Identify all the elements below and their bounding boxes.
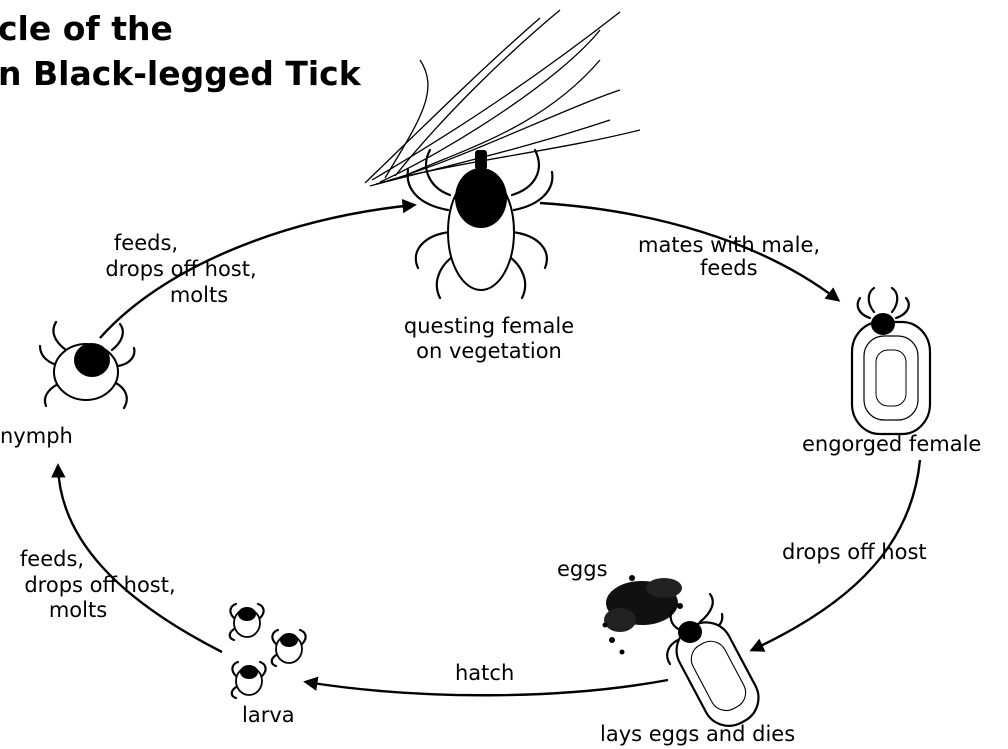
larva-to-nymph-label-line-1: feeds, bbox=[20, 547, 84, 571]
title-line-2: n Black-legged Tick bbox=[0, 54, 362, 93]
title-line-1: cle of the bbox=[0, 9, 173, 48]
nymph-to-adult-label-line-1: feeds, bbox=[114, 231, 178, 255]
larvae-group bbox=[230, 604, 306, 698]
drops-off-host-label: drops off host bbox=[782, 540, 927, 564]
questing-label-line-2: on vegetation bbox=[416, 339, 562, 363]
larva-label: larva bbox=[242, 703, 295, 727]
nymph-to-adult-label-line-3: molts bbox=[170, 283, 228, 307]
hatch-label: hatch bbox=[455, 661, 514, 685]
laying-female-tick bbox=[667, 594, 767, 735]
larva-tick-2 bbox=[272, 630, 306, 666]
larva-tick-1 bbox=[230, 604, 264, 640]
engorged-female-label: engorged female bbox=[802, 432, 981, 456]
larva-to-nymph-label-line-2: drops off host, bbox=[24, 573, 175, 597]
questing-female-tick bbox=[408, 150, 553, 298]
questing-label-line-1: questing female bbox=[404, 314, 574, 338]
engorged-female-tick bbox=[852, 288, 930, 434]
nymph-to-adult-label-line-2: drops off host, bbox=[105, 257, 256, 281]
nymph-label: nymph bbox=[0, 424, 73, 448]
nymph-tick bbox=[40, 322, 134, 408]
mates-label-line-2: feeds bbox=[700, 256, 758, 280]
lays-eggs-label: lays eggs and dies bbox=[600, 722, 795, 746]
mates-label-line-1: mates with male, bbox=[638, 233, 820, 257]
vegetation-grass bbox=[365, 10, 640, 186]
larva-tick-3 bbox=[232, 662, 266, 698]
eggs-label: eggs bbox=[557, 557, 608, 581]
larva-to-nymph-label-line-3: molts bbox=[49, 598, 107, 622]
